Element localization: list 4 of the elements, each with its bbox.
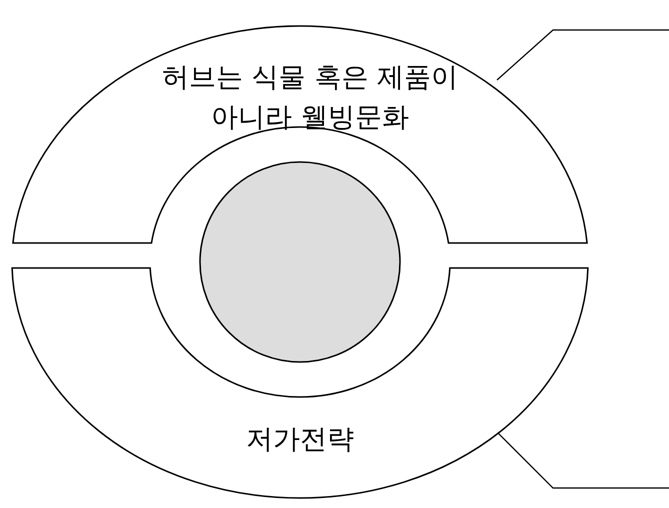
leader-line xyxy=(496,29,669,80)
leader-line xyxy=(496,432,669,489)
shape-text: 저가전략 xyxy=(245,423,355,457)
shape-text: 허브는 식물 혹은 제품이 아니라 웰빙문화 xyxy=(161,61,459,135)
